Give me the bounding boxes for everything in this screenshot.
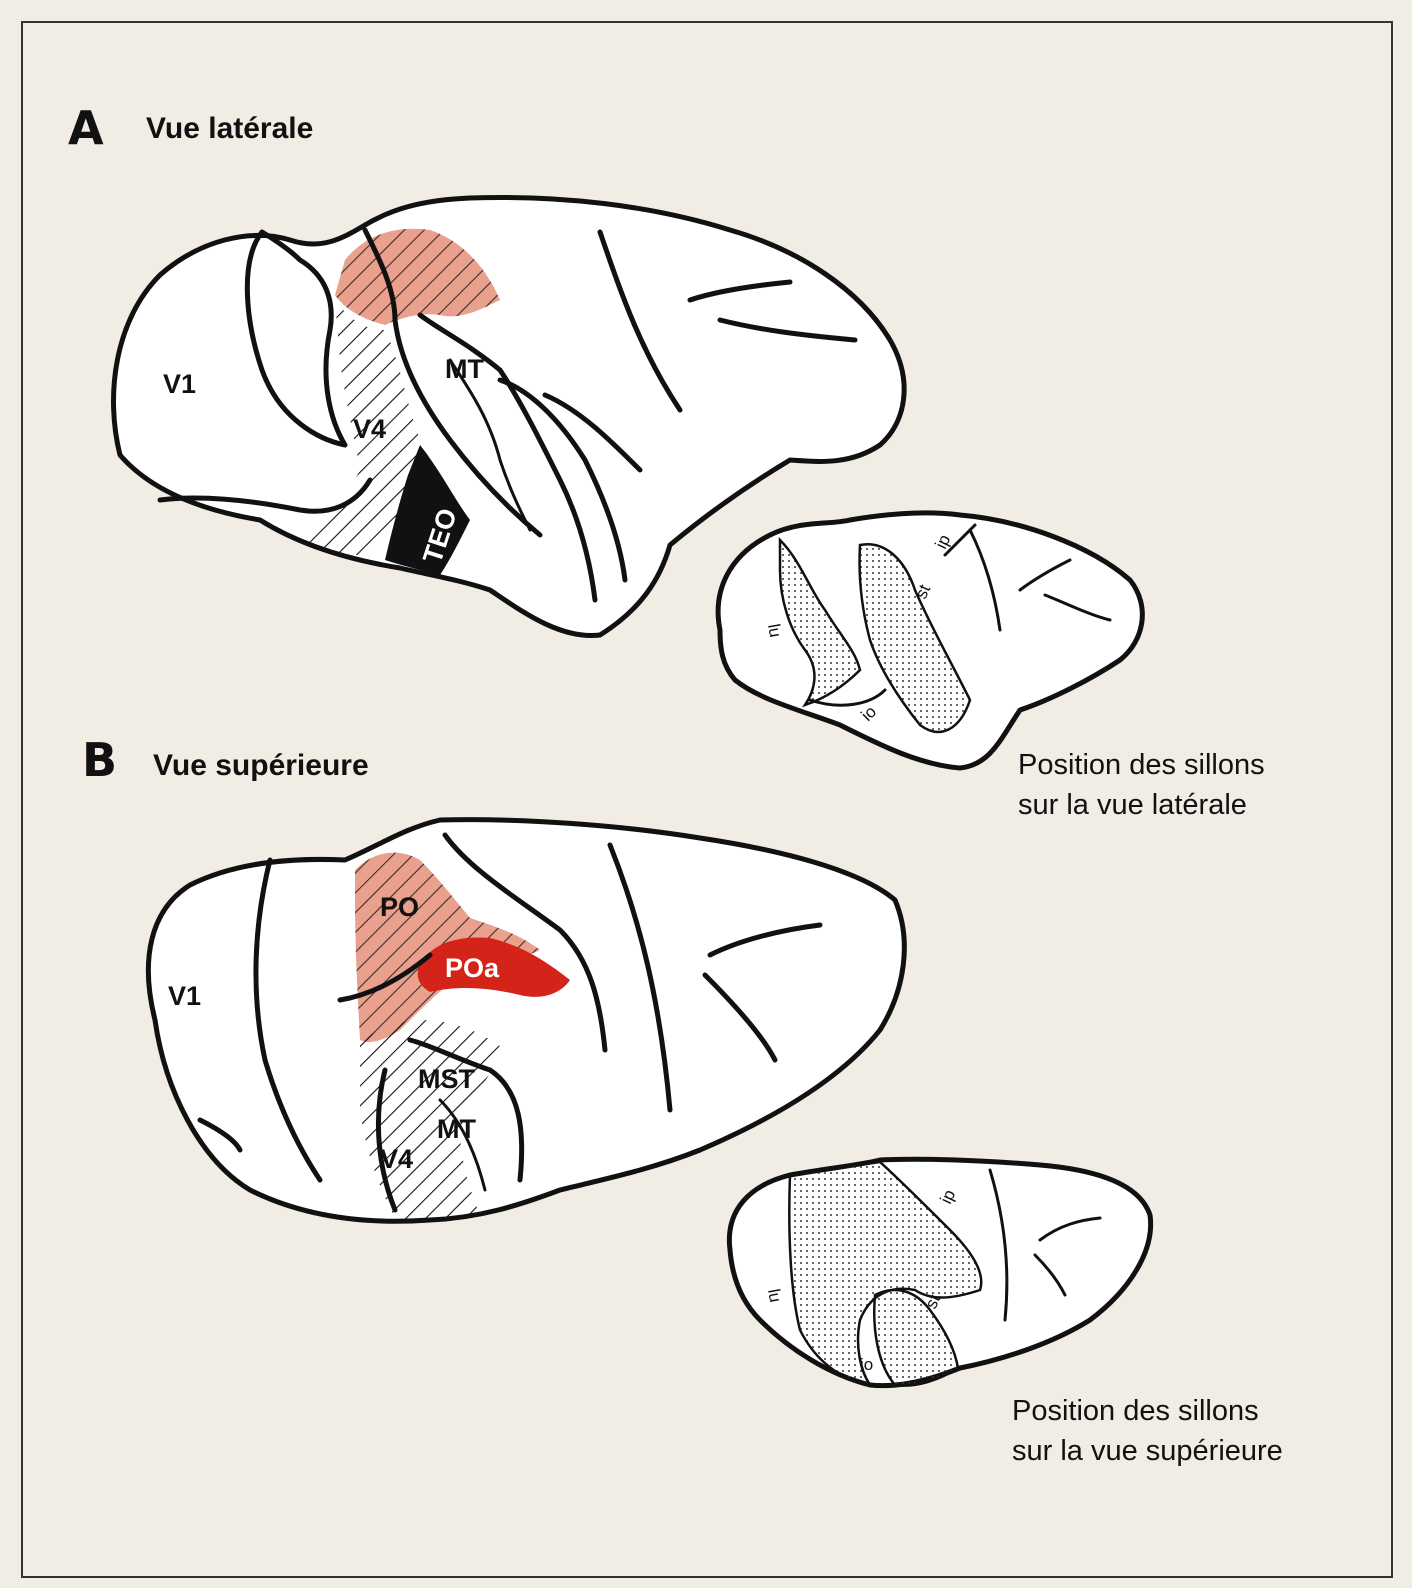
superior-po-label: PO — [380, 892, 419, 922]
panel-b-title: Vue supérieure — [153, 749, 369, 782]
lateral-mt-label: MT — [445, 354, 484, 384]
superior-mt-label: MT — [437, 1114, 476, 1144]
panel-a-title: Vue latérale — [146, 112, 313, 145]
inset-b-caption-line1: Position des sillons — [1012, 1395, 1259, 1427]
panel-b-letter: B — [82, 733, 117, 787]
panel-b: B Vue supérieure V1 PO POa MST MT V4 — [82, 733, 904, 1221]
superior-brain-outline — [148, 820, 904, 1222]
inset-b-caption-line2: sur la vue supérieure — [1012, 1435, 1283, 1467]
superior-v4-label: V4 — [380, 1144, 413, 1174]
lateral-v1-label: V1 — [163, 369, 196, 399]
lateral-v4-label: V4 — [353, 414, 386, 444]
inset-a-caption-line1: Position des sillons — [1018, 749, 1265, 781]
inset-a: ip st lu io Position des sillons sur la … — [718, 513, 1265, 821]
superior-mst-label: MST — [418, 1064, 476, 1094]
panel-a-letter: A — [68, 101, 104, 155]
inset-b-io-label: io — [860, 1355, 873, 1374]
inset-a-caption-line2: sur la vue latérale — [1018, 789, 1247, 821]
superior-poa-label: POa — [445, 953, 500, 983]
inset-b: ip st lu io Position des sillons sur la … — [729, 1159, 1282, 1467]
superior-v1-label: V1 — [168, 981, 201, 1011]
